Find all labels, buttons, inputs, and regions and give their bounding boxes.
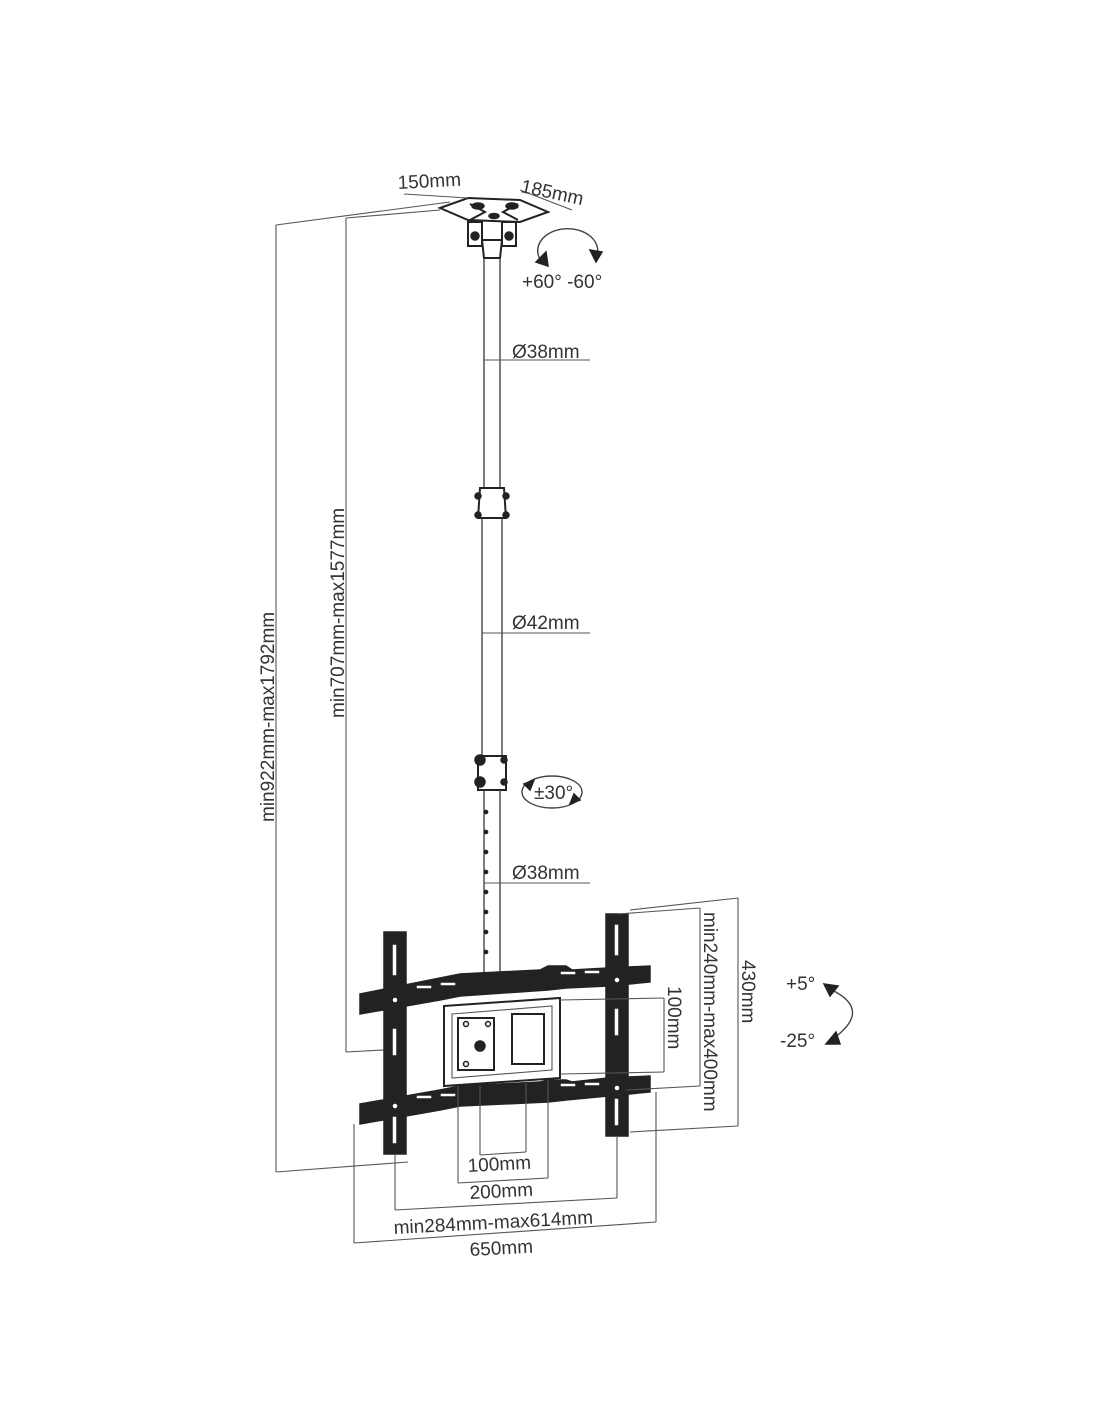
pole-height-label: min707mm-max1577mm [328,508,349,718]
tube-bottom-diameter-label: Ø38mm [512,863,580,884]
plate-height-label: 430mm [737,960,758,1023]
vesa-vertical-label: 100mm [663,986,684,1049]
width-dimensions [353,1080,657,1244]
arm-spacing-label: min240mm-max400mm [699,912,720,1112]
tube-leaders [482,359,590,884]
ceiling-plate-dimensions [403,189,573,211]
plate-height-dimensions [559,897,739,1133]
swivel-angle-label: +60° -60° [522,272,602,293]
ceiling-plate-depth-label: 185mm [519,176,585,210]
pole [474,258,510,975]
swivel-arrow [534,227,604,268]
vesa-horizontal-small-label: 100mm [467,1153,531,1177]
rotation-angle-label: ±30° [534,783,573,804]
tilt-arrow [822,983,854,1045]
tilt-up-label: +5° [786,974,815,995]
ceiling-plate [437,196,551,259]
total-height-label: min922mm-max1792mm [258,612,279,822]
tube-middle-diameter-label: Ø42mm [512,613,580,634]
tube-top-diameter-label: Ø38mm [512,342,580,363]
ceiling-plate-width-label: 150mm [397,170,461,194]
arm-width-range-label: min284mm-max614mm [393,1208,593,1239]
overall-width-label: 650mm [469,1237,533,1261]
rotation-arrow [521,775,583,809]
total-height-dimension [275,201,451,1173]
pole-height-dimension [345,209,441,1053]
mounting-frame [359,913,651,1155]
tilt-down-label: -25° [780,1031,815,1052]
vesa-horizontal-large-label: 200mm [469,1180,533,1204]
